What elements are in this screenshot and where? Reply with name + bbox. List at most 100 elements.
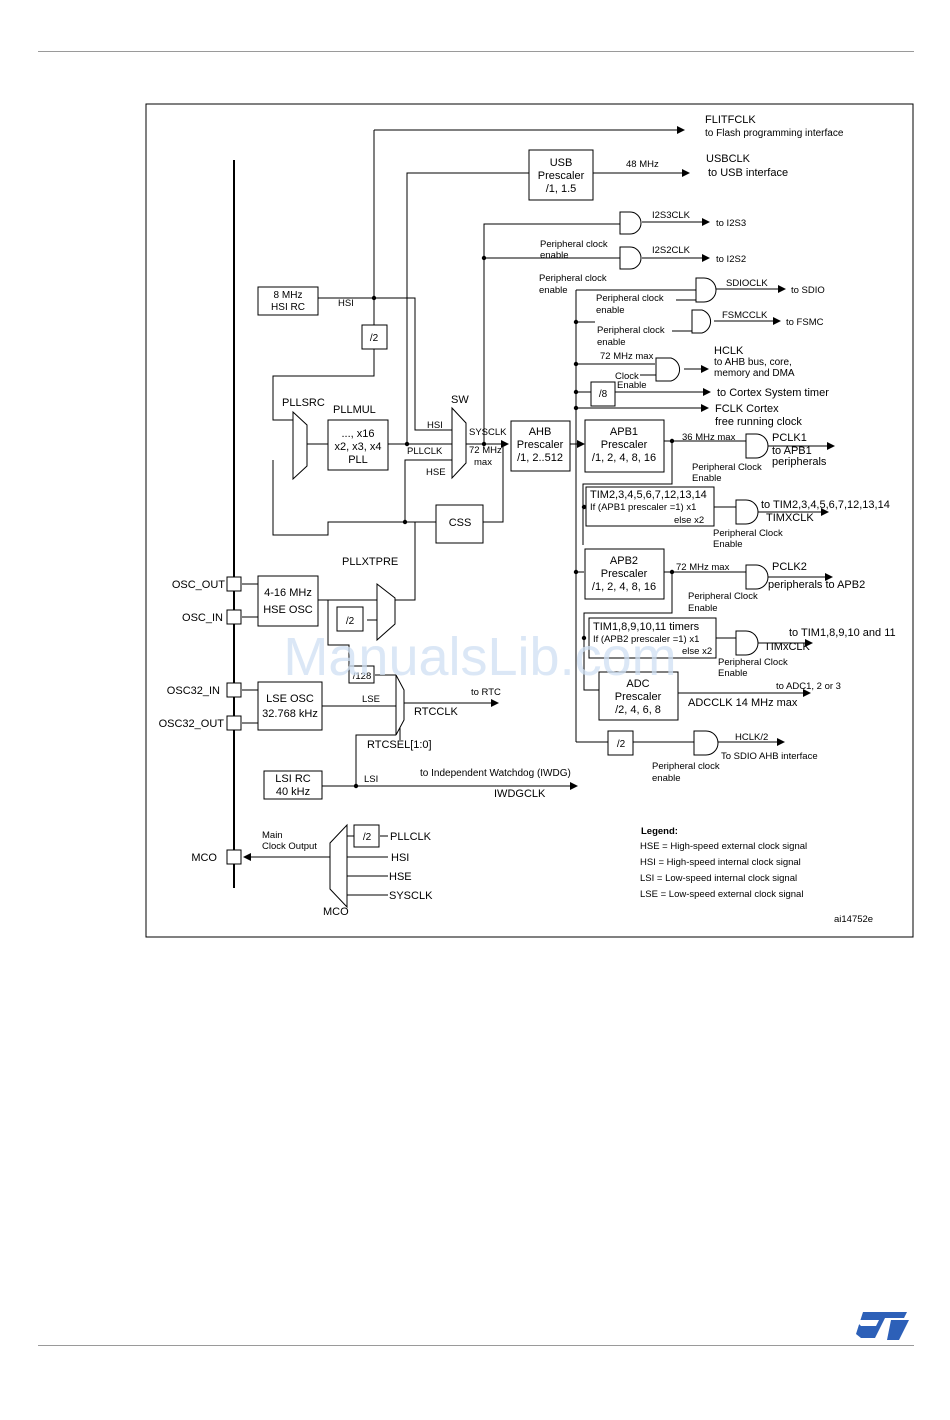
- lse-osc-box: [257, 681, 323, 731]
- tim-apb2-enable-2: Enable: [718, 668, 748, 679]
- apb1-line3: /1, 2, 4, 8, 16: [592, 452, 656, 464]
- sw-label: SW: [451, 394, 469, 406]
- fclk-label: FCLK Cortex: [715, 403, 779, 415]
- pclk1-note-1: to APB1: [772, 445, 812, 457]
- sdio-gate: [695, 277, 717, 303]
- sw-in-hsi: HSI: [427, 420, 443, 431]
- css-label: CSS: [449, 517, 472, 529]
- and-gates: [619, 211, 769, 756]
- osc32-in-pin: [226, 682, 242, 698]
- flitfclk-label: FLITFCLK: [705, 114, 756, 126]
- hclk-note-1: to AHB bus, core,: [714, 357, 792, 368]
- fclk-note: free running clock: [715, 416, 802, 428]
- lse-osc-line1: LSE OSC: [266, 693, 314, 705]
- i2s3-enable-1: Peripheral clock: [540, 239, 608, 250]
- hsi-label: HSI: [338, 298, 354, 309]
- mco-in-hse: HSE: [389, 871, 412, 883]
- legend-item-hse: HSE = High-speed external clock signal: [640, 841, 807, 852]
- usb-box-line3: /1, 1.5: [546, 183, 577, 195]
- hclk-max: 72 MHz max: [600, 351, 654, 362]
- usbclk-label: USBCLK: [706, 153, 751, 165]
- pllsrc-mux: [292, 410, 308, 481]
- timxclk-apb2-gate: [735, 630, 759, 656]
- legend-item-hsi: HSI = High-speed internal clock signal: [640, 857, 801, 868]
- sysclk-label: SYSCLK: [469, 427, 507, 438]
- fsmc-gate: [691, 309, 711, 334]
- apb1-line2: Prescaler: [601, 439, 648, 451]
- usb-box-line1: USB: [550, 157, 573, 169]
- iwdg-to: to Independent Watchdog (IWDG): [420, 768, 571, 779]
- pclk1-label: PCLK1: [772, 432, 807, 444]
- legend-title: Legend:: [641, 826, 678, 837]
- labels: FLITFCLK to Flash programming interface …: [159, 114, 896, 925]
- i2s2-enable-2: enable: [539, 285, 568, 296]
- pll-box-line2: x2, x3, x4: [334, 441, 381, 453]
- osc-in-label: OSC_IN: [182, 612, 223, 624]
- timxclk-apb1-gate: [735, 499, 759, 525]
- apb2-prescaler-box: [584, 548, 665, 600]
- mco-main-label-2: Clock Output: [262, 841, 317, 852]
- pins: [226, 576, 242, 865]
- legend-item-lse: LSE = Low-speed external clock signal: [640, 889, 803, 900]
- lsi-label: LSI: [364, 774, 378, 785]
- osc32-out-pin: [226, 715, 242, 731]
- hclk-div2-label: /2: [617, 739, 626, 750]
- mco-mux-label: MCO: [323, 906, 349, 918]
- rtc-to: to RTC: [471, 687, 501, 698]
- mco-mux: [329, 823, 348, 909]
- sdio-enable-1: Peripheral clock: [596, 293, 664, 304]
- hclk-gate: [655, 357, 680, 382]
- pllmul-label: PLLMUL: [333, 404, 376, 416]
- i2s3-to: to I2S3: [716, 218, 746, 229]
- hclk2-enable-1: Peripheral clock: [652, 761, 720, 772]
- mco-in-sysclk: SYSCLK: [389, 890, 433, 902]
- pclk2-label: PCLK2: [772, 561, 807, 573]
- tim-apb1-line1: TIM2,3,4,5,6,7,12,13,14: [590, 489, 707, 501]
- apb1-max: 36 MHz max: [682, 432, 736, 443]
- usb-box-line2: Prescaler: [538, 170, 585, 182]
- rtcclk-label: RTCCLK: [414, 706, 458, 718]
- tim-apb2-box: [588, 617, 717, 659]
- i2s3-enable-2: enable: [540, 250, 569, 261]
- hclk2-note: To SDIO AHB interface: [721, 751, 818, 762]
- osc-out-label: OSC_OUT: [172, 579, 225, 591]
- tim-apb1-enable-1: Peripheral Clock: [713, 528, 783, 539]
- tim-apb1-line2: If (APB1 prescaler =1) x1: [590, 502, 696, 513]
- pclk2-note: peripherals to APB2: [768, 579, 865, 591]
- usb-prescaler-box: [528, 149, 594, 201]
- sw-in-hse: HSE: [426, 467, 446, 478]
- lsi-rc-line2: 40 kHz: [276, 786, 310, 798]
- osc32-in-label: OSC32_IN: [167, 685, 220, 697]
- mco-div2-label: /2: [363, 832, 372, 843]
- sdio-enable-2: enable: [596, 305, 625, 316]
- sysclk-max-2: max: [474, 457, 492, 468]
- hclk2-gate: [693, 730, 719, 756]
- osc-out-pin: [226, 576, 242, 592]
- hclk2-label: HCLK/2: [735, 732, 768, 743]
- fsmc-enable-2: enable: [597, 337, 626, 348]
- hsi-div2-label: /2: [370, 333, 379, 344]
- cortex-timer-to: to Cortex System timer: [717, 387, 829, 399]
- hsi-rc-line2: HSI RC: [271, 302, 305, 313]
- i2s2-gate: [619, 246, 642, 270]
- junction-dots: [353, 255, 675, 789]
- adc-line2: Prescaler: [615, 691, 662, 703]
- usbclk-note: to USB interface: [708, 167, 788, 179]
- hsi-div2-box: [361, 324, 388, 350]
- rtcsel-label: RTCSEL[1:0]: [367, 739, 432, 751]
- apb1-enable-2: Enable: [692, 473, 722, 484]
- diagram-frame: [145, 103, 914, 938]
- sdio-to: to SDIO: [791, 285, 825, 296]
- mco-pin-label: MCO: [191, 852, 217, 864]
- figure-id: ai14752e: [834, 914, 873, 925]
- i2s2-enable-1: Peripheral clock: [539, 273, 607, 284]
- rtc-div128-box: [348, 665, 375, 684]
- sdioclk-label: SDIOCLK: [726, 278, 768, 289]
- tim-apb2-to: to TIM1,8,9,10 and 11: [789, 627, 896, 639]
- mco-in-hsi: HSI: [391, 852, 409, 864]
- hse-osc-box: [257, 575, 319, 627]
- rtcsel-mux: [395, 674, 405, 736]
- tim-apb1-enable-2: Enable: [713, 539, 743, 550]
- hse-osc-line1: 4-16 MHz: [264, 587, 312, 599]
- pclk1-note-2: peripherals: [772, 456, 827, 468]
